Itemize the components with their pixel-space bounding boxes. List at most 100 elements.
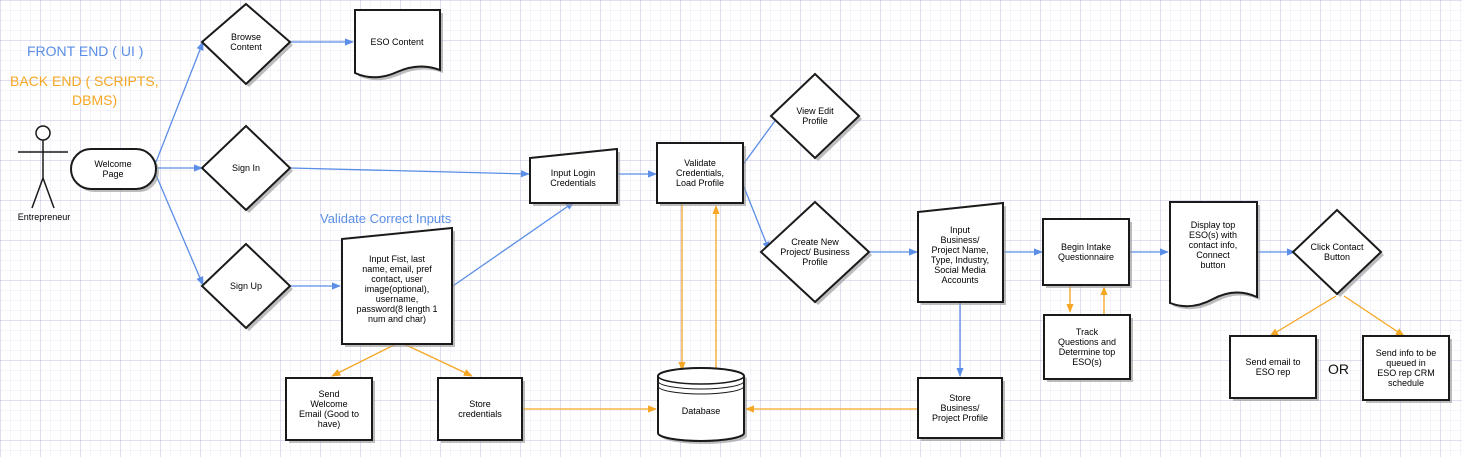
input-fields-label-line: contact, user bbox=[371, 274, 423, 284]
send-welcome-label-line: Email (Good to bbox=[299, 409, 359, 419]
input-business-label-line: Project Name, bbox=[931, 245, 988, 255]
view-edit-label-line: Profile bbox=[802, 116, 828, 126]
node-database: Database bbox=[657, 367, 747, 444]
validate-annotation: Validate Correct Inputs bbox=[320, 211, 452, 226]
track-label-line: Determine top bbox=[1059, 347, 1116, 357]
begin-intake-label-line: Begin Intake bbox=[1061, 242, 1111, 252]
edge-signin-inputlogin bbox=[289, 167, 530, 178]
send-welcome-label-line: Send bbox=[318, 389, 339, 399]
stick-figure-icon bbox=[18, 125, 68, 209]
display-top-label-line: Connect bbox=[1196, 250, 1230, 260]
or-annotation: OR bbox=[1328, 361, 1349, 377]
browse-label-line: Content bbox=[230, 42, 262, 52]
legend: FRONT END ( UI ) BACK END ( SCRIPTS, DBM… bbox=[10, 43, 159, 108]
input-business-label-line: Type, Industry, bbox=[931, 255, 989, 265]
eso-content-label-line: ESO Content bbox=[370, 37, 424, 47]
store-business-label-line: Store bbox=[949, 393, 971, 403]
display-top-label-line: Display top bbox=[1191, 220, 1236, 230]
send-welcome-label-line: have) bbox=[318, 419, 341, 429]
edge-validate-viewedit bbox=[741, 113, 781, 167]
input-fields-label-line: username, bbox=[376, 294, 419, 304]
node-sign-in: Sign In bbox=[200, 124, 293, 213]
track-label-line: Track bbox=[1076, 327, 1099, 337]
edge-inputfields-storecreds bbox=[403, 343, 473, 377]
click-contact-label-line: Click Contact bbox=[1310, 242, 1364, 252]
sign-up-label: Sign Up bbox=[230, 281, 262, 291]
input-business-label-line: Accounts bbox=[941, 275, 979, 285]
display-top-label-line: button bbox=[1200, 260, 1225, 270]
edge-welcome-signup bbox=[155, 174, 204, 286]
begin-intake-label-line: Questionnaire bbox=[1058, 252, 1114, 262]
input-business-label-line: Social Media bbox=[934, 265, 986, 275]
validate-creds-label-line: Load Profile bbox=[676, 178, 724, 188]
edge-clickcontact-sendemail bbox=[1269, 295, 1337, 337]
display-top-label-line: contact info, bbox=[1189, 240, 1238, 250]
legend-back-end-line1: BACK END ( SCRIPTS, bbox=[10, 73, 159, 89]
send-email-label-line: ESO rep bbox=[1256, 367, 1291, 377]
welcome-label-line: Page bbox=[102, 169, 123, 179]
input-fields-label-line: num and char) bbox=[368, 314, 426, 324]
input-fields-label-line: Input Fist, last bbox=[369, 254, 426, 264]
input-fields-label-line: name, email, pref bbox=[362, 264, 432, 274]
send-email-label-line: Send email to bbox=[1245, 357, 1300, 367]
database-label: Database bbox=[682, 406, 721, 416]
input-fields-label-line: image(optional), bbox=[365, 284, 430, 294]
edge-validate-createnew bbox=[741, 181, 770, 251]
browse-label-line: Browse bbox=[231, 32, 261, 42]
actor-entrepreneur: Entrepreneur bbox=[18, 125, 71, 222]
validate-creds-label-line: Validate bbox=[684, 158, 716, 168]
legend-front-end: FRONT END ( UI ) bbox=[27, 43, 143, 59]
database-label-line: Database bbox=[682, 406, 721, 416]
validate-creds-label-line: Credentials, bbox=[676, 168, 724, 178]
node-sign-up: Sign Up bbox=[200, 242, 293, 331]
create-new-label-line: Create New bbox=[791, 237, 839, 247]
store-business-label-line: Project Profile bbox=[932, 413, 988, 423]
actor-label: Entrepreneur bbox=[18, 212, 71, 222]
edge-clickcontact-sendinfo bbox=[1343, 295, 1405, 337]
track-label-line: ESO(s) bbox=[1072, 357, 1102, 367]
store-creds-label-line: credentials bbox=[458, 409, 502, 419]
node-eso-content: ESO Content bbox=[354, 9, 443, 81]
edge-inputfields-sendwelcome bbox=[331, 343, 397, 377]
send-info-label-line: Send info to be bbox=[1376, 348, 1437, 358]
input-login-label-line: Credentials bbox=[550, 178, 596, 188]
click-contact-label-line: Button bbox=[1324, 252, 1350, 262]
create-new-label-line: Profile bbox=[802, 257, 828, 267]
input-login-label-line: Input Login bbox=[551, 168, 596, 178]
edge-welcome-browse bbox=[155, 41, 204, 163]
send-welcome-label-line: Welcome bbox=[310, 399, 347, 409]
eso-content-label: ESO Content bbox=[370, 37, 424, 47]
input-fields-label-line: password(8 length 1 bbox=[356, 304, 437, 314]
edge-inputfields-inputlogin bbox=[449, 201, 575, 289]
connectors bbox=[155, 38, 1405, 413]
